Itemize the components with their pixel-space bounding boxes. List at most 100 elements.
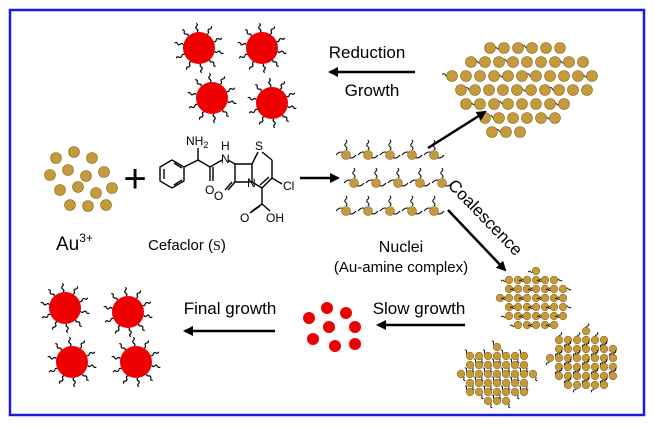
gold-seed-icon: [572, 70, 584, 82]
squiggle-ligand-icon: [245, 29, 252, 37]
squiggle-ligand-icon: [374, 167, 378, 179]
gold-seed-icon: [581, 362, 591, 372]
squiggle-ligand-icon: [124, 286, 128, 297]
gold-seed-icon: [563, 371, 573, 381]
gold-seed-icon: [599, 371, 609, 381]
gold-seed-icon: [492, 396, 502, 406]
plus-sign: +: [123, 157, 146, 201]
gold-seed-icon: [54, 184, 66, 196]
gold-seed-icon: [510, 378, 520, 388]
gold-seed-icon: [558, 293, 568, 303]
gold-seed-icon: [483, 387, 493, 397]
gold-seed-icon: [474, 70, 486, 82]
gold-seed-icon: [558, 284, 568, 294]
squiggle-ligand-icon: [410, 195, 414, 207]
au-label-prefix: Au: [56, 234, 79, 255]
gold-seed-icon: [516, 70, 528, 82]
gold-seed-icon: [429, 150, 439, 160]
gold-seed-icon: [82, 200, 94, 212]
red-seed-dot: [340, 307, 352, 319]
gold-seed-icon: [465, 360, 475, 370]
gold-seed-icon: [563, 362, 573, 372]
red-particle-core: [120, 346, 152, 378]
squiggle-ligand-icon: [272, 118, 276, 129]
squiggle-ligand-icon: [80, 310, 90, 315]
coalesced-cluster-bottom-left: [456, 340, 538, 409]
gold-seed-icon: [474, 98, 486, 110]
squiggle-ligand-icon: [269, 26, 276, 35]
gold-seed-icon: [371, 178, 381, 188]
gold-seed-icon: [483, 360, 493, 370]
squiggle-ligand-icon: [142, 301, 152, 307]
gold-seed-icon: [492, 387, 502, 397]
squiggle-ligand-icon: [87, 364, 97, 369]
gold-seed-icon: [558, 70, 570, 82]
cefaclor-structure: [159, 148, 283, 214]
gold-seed-icon: [549, 311, 559, 321]
gold-seed-icon: [493, 56, 505, 68]
squiggle-ligand-icon: [68, 336, 72, 347]
gold-seed-icon: [540, 293, 550, 303]
gold-seed-icon: [474, 360, 484, 370]
gold-seed-icon: [513, 302, 523, 312]
squiggle-ligand-icon: [410, 139, 414, 151]
squiggle-ligand-icon: [111, 355, 121, 360]
gold-seed-icon: [483, 396, 493, 406]
squiggle-ligand-icon: [79, 340, 86, 349]
gold-seed-icon: [521, 56, 533, 68]
gold-seed-icon: [590, 371, 600, 381]
squiggle-ligand-icon: [72, 377, 76, 388]
gold-seed-icon: [540, 320, 550, 330]
squiggle-ligand-icon: [287, 105, 297, 110]
gold-seed-icon: [479, 56, 491, 68]
gold-seed-icon: [469, 84, 481, 96]
gold-seed-icon: [44, 169, 56, 181]
gold-seed-icon: [98, 166, 110, 178]
red-seed-dot: [349, 338, 361, 350]
gold-seed-icon: [572, 335, 582, 345]
gold-seed-icon: [504, 284, 514, 294]
gold-seed-icon: [488, 70, 500, 82]
gold-seed-icon: [528, 369, 538, 379]
gold-seed-icon: [519, 351, 529, 361]
gold-seed-icon: [513, 293, 523, 303]
gold-seed-icon: [549, 320, 559, 330]
squiggle-ligand-icon: [396, 167, 400, 179]
gold-seed-icon: [599, 344, 609, 354]
gold-seed-icon: [572, 344, 582, 354]
squiggle-ligand-icon: [114, 325, 121, 334]
squiggle-ligand-icon: [209, 59, 216, 67]
gold-seed-icon: [522, 320, 532, 330]
gold-seed-icon: [558, 302, 568, 312]
gold-seed-icon: [492, 360, 502, 370]
gold-seed-icon: [504, 293, 514, 303]
capped-red-nanoparticles-bottom: [40, 282, 161, 388]
gold-seed-icon: [586, 70, 598, 82]
gold-seed-icon: [554, 344, 564, 354]
gold-seed-icon: [501, 360, 511, 370]
gold-seed-icon: [549, 56, 561, 68]
gold-seed-icon: [535, 112, 547, 124]
gold-seed-icon: [456, 369, 466, 379]
red-particle-core: [256, 87, 288, 119]
cefaclor-label: Cefaclor (S): [148, 237, 226, 254]
gold-seed-icon: [558, 311, 568, 321]
reduction-label: Reduction: [329, 43, 406, 62]
squiggle-ligand-icon: [258, 116, 265, 125]
gold-seed-icon: [558, 98, 570, 110]
gold-seed-icon: [519, 378, 529, 388]
gold-seed-icon: [513, 311, 523, 321]
gold-seed-icon: [429, 206, 439, 216]
gold-seed-icon: [599, 335, 609, 345]
squiggle-ligand-icon: [440, 167, 444, 179]
amide-n-label: N: [221, 152, 230, 166]
gold-seed-icon: [545, 353, 555, 363]
gold-seed-icon: [106, 182, 118, 194]
squiggle-ligand-icon: [136, 377, 140, 388]
squiggle-ligand-icon: [175, 53, 185, 59]
gold-seed-icon: [608, 371, 618, 381]
gold-seed-icon: [563, 56, 575, 68]
squiggle-ligand-icon: [182, 29, 189, 37]
coalesced-cluster-top: [495, 266, 572, 330]
